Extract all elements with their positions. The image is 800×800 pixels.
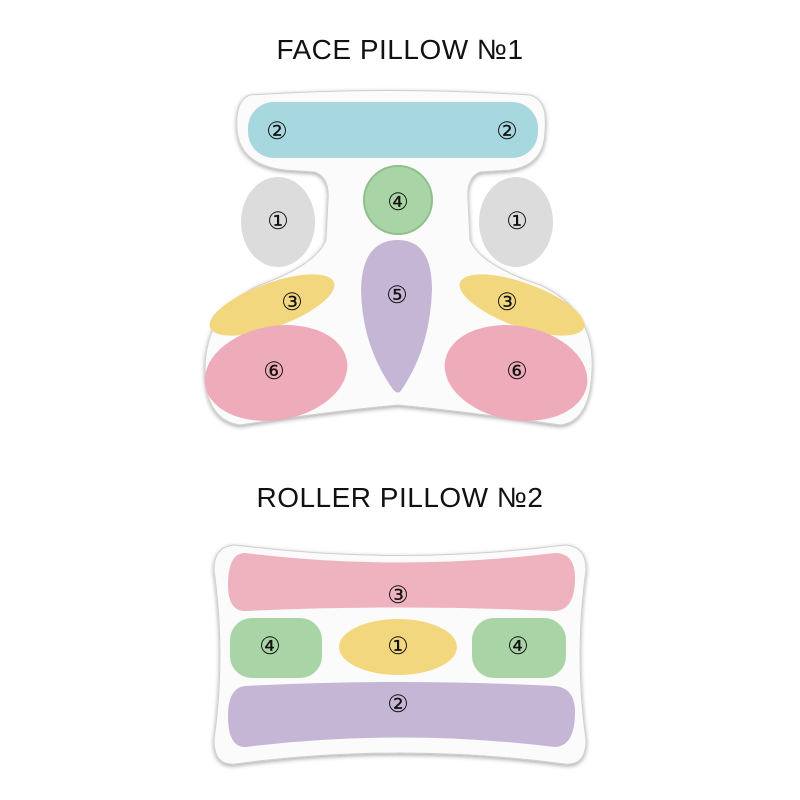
zone-1-center bbox=[339, 619, 457, 675]
zone-label: ④ bbox=[259, 632, 281, 660]
zone-label: ② bbox=[496, 117, 518, 145]
zone-1-right bbox=[479, 177, 553, 267]
zone-label: ⑤ bbox=[386, 281, 408, 309]
zone-6-left bbox=[204, 325, 348, 421]
zone-5-teardrop bbox=[361, 240, 432, 393]
zone-1-left bbox=[241, 177, 315, 267]
zone-label: ① bbox=[506, 207, 528, 235]
roller-pillow: ③ ④ ① ④ ② bbox=[213, 544, 587, 765]
zone-2-bar bbox=[248, 102, 538, 158]
zone-label: ⑥ bbox=[506, 357, 528, 385]
zone-3-right bbox=[459, 274, 585, 336]
zone-3-left bbox=[209, 274, 335, 336]
zone-label: ③ bbox=[281, 288, 303, 316]
zone-label: ② bbox=[387, 690, 409, 718]
zone-label: ④ bbox=[507, 632, 529, 660]
zone-6-right bbox=[444, 325, 588, 421]
zone-3-band bbox=[228, 553, 575, 611]
zone-2-band bbox=[228, 682, 575, 747]
zone-label: ④ bbox=[387, 188, 409, 216]
roller-pillow-title: ROLLER PILLOW №2 bbox=[256, 482, 544, 513]
zone-label: ① bbox=[387, 632, 409, 660]
zone-4-right bbox=[472, 618, 566, 678]
zone-label: ① bbox=[267, 207, 289, 235]
zone-4-circle bbox=[363, 165, 433, 235]
zone-label: ③ bbox=[496, 288, 518, 316]
face-pillow: ② ② ① ① ④ ⑤ ③ ③ ⑥ ⑥ bbox=[204, 90, 593, 426]
zone-label: ② bbox=[266, 117, 288, 145]
face-pillow-title: FACE PILLOW №1 bbox=[276, 34, 524, 65]
zone-label: ⑥ bbox=[263, 357, 285, 385]
zone-label: ③ bbox=[387, 581, 409, 609]
zone-4-left bbox=[230, 618, 322, 678]
